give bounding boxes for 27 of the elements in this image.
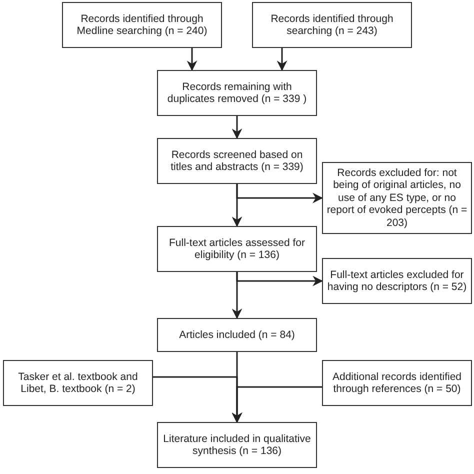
box-text: Records identified through Medline searching (n = 240)	[76, 12, 208, 38]
process-box	[157, 422, 317, 468]
process-box	[157, 138, 317, 184]
arrow	[232, 116, 242, 140]
process-box	[322, 258, 472, 304]
box-text: Records excluded for: not being of original articles, no use of any ES type, or no report of evoked percepts (n = 203)	[326, 166, 468, 230]
process-box	[157, 70, 317, 116]
box-text: Additional records identified through references (n = 50)	[332, 370, 462, 396]
box-text: Tasker et al. textbook and Libet, B. textbook (n = 2)	[17, 370, 139, 396]
process-box	[157, 318, 317, 352]
arrow	[276, 48, 288, 72]
arrow	[232, 272, 242, 320]
process-box	[157, 226, 317, 272]
arrow	[232, 386, 322, 424]
arrow	[186, 48, 198, 72]
box-text: Records identified through searching (n = 243)	[270, 12, 394, 38]
box-text: Records screened based on titles and abstracts (n = 339)	[170, 148, 304, 174]
arrow	[232, 184, 242, 228]
box-text: Articles included (n = 84)	[179, 328, 295, 342]
box-text: Records remaining with duplicates removed (n = 339 )	[166, 80, 308, 106]
box-text: Full-text articles assessed for eligibility (n = 136)	[168, 236, 306, 262]
process-box	[3, 360, 153, 406]
process-box	[322, 360, 472, 406]
box-text: Full-text articles excluded for having no descriptors (n = 52)	[326, 268, 468, 294]
process-box	[252, 2, 412, 48]
process-box	[62, 2, 222, 48]
box-text: Literature included in qualitative synthesis (n = 136)	[162, 432, 312, 458]
